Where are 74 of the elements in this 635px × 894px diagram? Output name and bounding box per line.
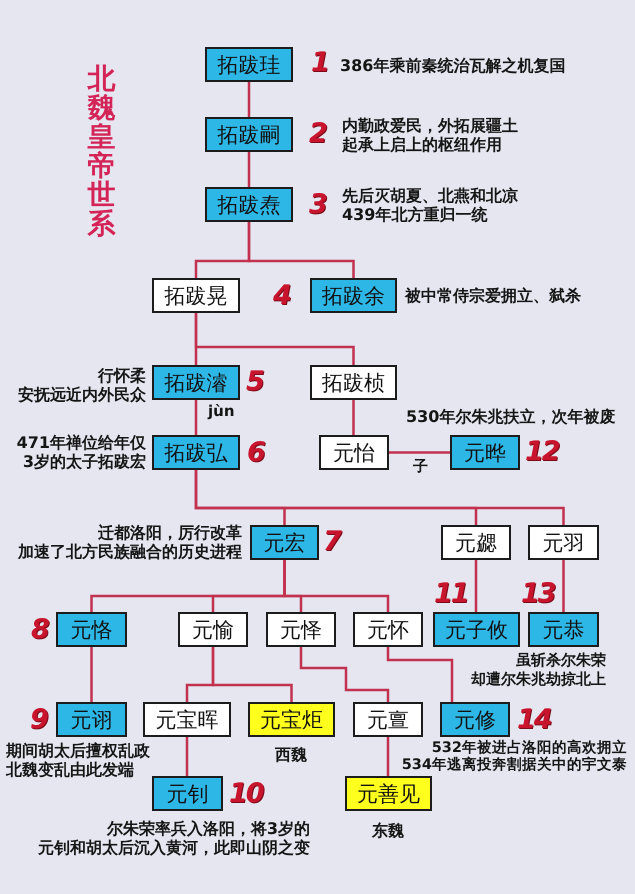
title: 北魏皇帝世系 — [87, 64, 116, 238]
description-text: 迁都洛阳，厉行改革加速了北方民族融合的历史进程 — [18, 523, 242, 561]
callout-number: 13 — [521, 580, 555, 608]
name-box: 元子攸 — [433, 612, 520, 647]
callout-number: 12 — [525, 438, 559, 466]
dynasty-label: 东魏 — [372, 821, 404, 840]
callout-number: 6 — [247, 439, 264, 467]
name-box: 拓跋濬 — [152, 365, 240, 400]
connector-line — [248, 152, 250, 187]
name-box: 拓跋桢 — [310, 365, 397, 400]
description-text: 被中常侍宗爱拥立、弑杀 — [405, 286, 581, 305]
connector-line — [386, 647, 454, 702]
name-box: 元亶 — [353, 702, 423, 737]
callout-number: 10 — [229, 780, 263, 808]
description-text: 471年禅位给年仅3岁的太子拓跋宏 — [16, 433, 146, 471]
description-text: 行怀柔安抚远近内外民众 — [18, 366, 146, 404]
callout-number: 8 — [31, 616, 48, 644]
name-box: 拓跋余 — [310, 278, 397, 313]
connector-line — [300, 647, 390, 702]
name-box: 拓跋焘 — [205, 187, 293, 222]
connector-line — [352, 400, 355, 435]
description-text: 386年乘前秦统治瓦解之机复国 — [340, 56, 566, 75]
description-text: 尔朱荣率兵入洛阳，将3岁的元钊和胡太后沉入黄河，此即山阴之变 — [38, 819, 310, 857]
connector-line — [386, 737, 390, 776]
name-box: 元修 — [440, 702, 510, 737]
name-box: 元勰 — [441, 525, 511, 560]
connector-line — [283, 560, 390, 612]
name-box: 元宝晖 — [143, 702, 231, 737]
connector-line — [90, 647, 93, 702]
connector-line — [248, 82, 250, 117]
callout-number: 5 — [246, 368, 263, 396]
callout-number: 2 — [309, 120, 326, 148]
name-box: 元恭 — [528, 612, 599, 647]
description-text: 530年尔朱兆扶立，次年被废 — [406, 407, 616, 426]
name-box: 拓跋晃 — [152, 278, 240, 313]
callout-number: 9 — [30, 706, 47, 734]
name-box: 拓跋珪 — [205, 47, 293, 82]
name-box: 元晔 — [450, 435, 520, 470]
name-box: 元怀 — [353, 612, 423, 647]
description-text: 内勤政爱民，外拓展疆土起承上启上的枢纽作用 — [342, 116, 518, 154]
connector-line — [186, 737, 188, 776]
callout-number: 14 — [517, 706, 551, 734]
connector-line — [212, 647, 293, 702]
name-box: 元诩 — [56, 702, 127, 737]
connector-line — [474, 560, 478, 612]
connector-line — [194, 400, 198, 435]
connector-line — [194, 313, 355, 365]
description-text: 期间胡太后擅权乱政北魏变乱由此发端 — [6, 741, 150, 779]
callout-number: 11 — [434, 580, 468, 608]
description-text: 532年被进占洛阳的高欢拥立534年逃离投奔割据关中的宇文泰 — [402, 740, 627, 774]
name-box: 元宝炬 — [248, 702, 335, 737]
name-box: 元愉 — [178, 612, 248, 647]
connector-line — [562, 560, 565, 612]
name-box: 元宏 — [250, 525, 319, 560]
edge-label: 子 — [412, 458, 429, 475]
name-box: 元善见 — [345, 776, 432, 811]
connector-line — [389, 451, 450, 454]
dynasty-label: 西魏 — [275, 745, 307, 764]
callout-number: 3 — [309, 191, 326, 219]
name-box: 拓跋弘 — [152, 435, 240, 470]
callout-number: 7 — [323, 528, 340, 556]
callout-number: 4 — [273, 282, 290, 310]
connector-line — [248, 222, 355, 278]
name-box: 元钊 — [152, 776, 223, 811]
name-box: 元怡 — [319, 435, 389, 470]
connector-line — [194, 470, 565, 525]
name-box: 拓跋嗣 — [205, 117, 293, 152]
name-box: 元怿 — [266, 612, 336, 647]
pronunciation-note: jùn — [208, 403, 234, 420]
description-text: 先后灭胡夏、北燕和北凉439年北方重归一统 — [342, 186, 518, 224]
name-box: 元羽 — [528, 525, 599, 560]
callout-number: 1 — [311, 49, 328, 77]
name-box: 元恪 — [56, 612, 127, 647]
description-text: 虽斩杀尔朱荣却遭尔朱兆劫掠北上 — [471, 651, 606, 689]
